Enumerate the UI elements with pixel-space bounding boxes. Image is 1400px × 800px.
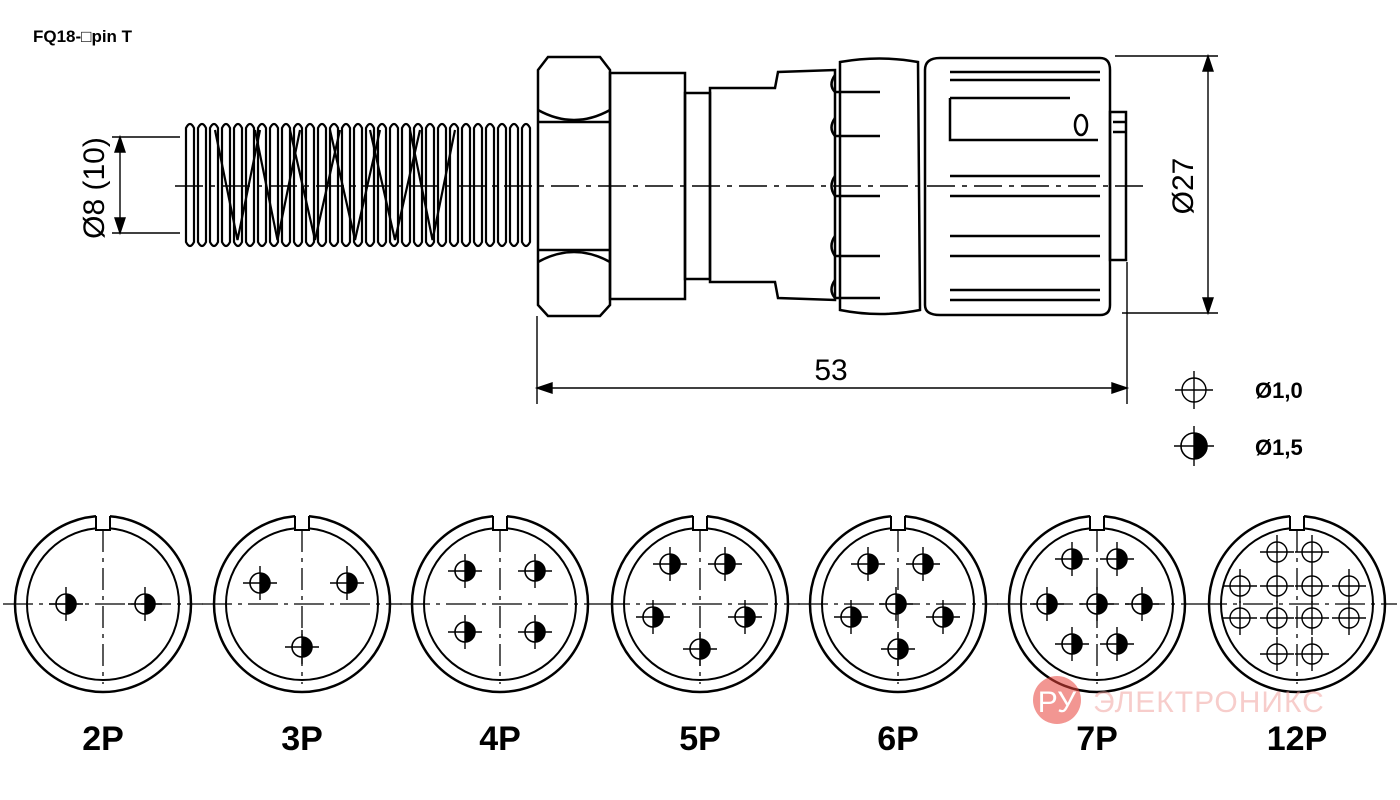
open-pin-symbol <box>1175 371 1213 409</box>
pin-contact <box>728 600 762 634</box>
watermark-logo-text: РУ <box>1038 686 1077 719</box>
pin-contact <box>834 600 868 634</box>
watermark: РУ ЭЛЕКТРОНИКС <box>1033 676 1325 724</box>
pin-layout-6p <box>798 508 998 694</box>
half-filled-pin-icon <box>1174 426 1214 466</box>
layout-label-2p: 2P <box>82 720 124 758</box>
layout-label-12p: 12P <box>1267 720 1328 758</box>
layout-label-7p: 7P <box>1076 720 1118 758</box>
pin-contact <box>1100 542 1134 576</box>
pin-contact <box>1260 569 1294 603</box>
pin-contact <box>128 587 162 621</box>
pin-contact <box>243 566 277 600</box>
drawing-title: FQ18-□pin T <box>33 27 133 46</box>
hex-nut <box>536 55 612 318</box>
body-diameter-label: Ø27 <box>1167 158 1200 215</box>
pin-contact <box>653 547 687 581</box>
pin-contact <box>1295 601 1329 635</box>
pin-contact <box>1100 627 1134 661</box>
pin-layout-12p <box>1197 508 1397 694</box>
pin-contact <box>1295 535 1329 569</box>
pin-layout-4p <box>400 508 600 694</box>
open-pin-icon <box>1175 371 1213 409</box>
pin-contact <box>1332 601 1366 635</box>
pin-contact <box>683 632 717 666</box>
pin-contact <box>49 587 83 621</box>
pin-contact <box>879 587 913 621</box>
pin-contact <box>1223 601 1257 635</box>
pin-legend: Ø1,0 Ø1,5 <box>1174 371 1303 466</box>
pin-contact <box>708 547 742 581</box>
half-filled-pin-symbol <box>1174 426 1214 466</box>
pin-layout-2p <box>3 508 203 694</box>
pin-contact <box>906 547 940 581</box>
pin-contact <box>1260 637 1294 671</box>
pin-contact <box>285 630 319 664</box>
legend-half-label: Ø1,5 <box>1255 435 1303 460</box>
pin-contact <box>1260 601 1294 635</box>
pin-contact <box>926 600 960 634</box>
pin-contact <box>1260 535 1294 569</box>
pin-contact <box>1055 542 1089 576</box>
pin-contact <box>851 547 885 581</box>
watermark-text: ЭЛЕКТРОНИКС <box>1093 686 1325 719</box>
pin-contact <box>1295 637 1329 671</box>
layout-label-4p: 4P <box>479 720 521 758</box>
pin-contact <box>1080 587 1114 621</box>
pin-layout-5p <box>600 508 800 694</box>
connector-side-view <box>175 55 1145 318</box>
layout-label-3p: 3P <box>281 720 323 758</box>
pin-contact <box>1030 587 1064 621</box>
layout-label-6p: 6P <box>877 720 919 758</box>
pin-layout-3p <box>202 508 402 694</box>
coupling-nut <box>923 56 1128 317</box>
cable-diameter-label: Ø8 (10) <box>78 137 111 239</box>
pin-contact <box>1332 569 1366 603</box>
pin-layouts <box>3 508 1397 694</box>
cable-diameter-dimension <box>112 134 180 236</box>
legend-open-label: Ø1,0 <box>1255 378 1303 403</box>
ribbed-body <box>708 57 922 316</box>
pin-contact <box>518 615 552 649</box>
pin-contact <box>1295 569 1329 603</box>
spring-strain-relief <box>184 122 532 248</box>
length-label: 53 <box>814 354 847 387</box>
layout-label-5p: 5P <box>679 720 721 758</box>
pin-contact <box>881 632 915 666</box>
pin-layout-7p <box>997 508 1197 694</box>
pin-contact <box>448 554 482 588</box>
body-diameter-dimension <box>1115 53 1218 316</box>
pin-contact <box>1055 627 1089 661</box>
pin-contact <box>448 615 482 649</box>
length-dimension <box>534 262 1130 404</box>
pin-contact <box>1125 587 1159 621</box>
watermark-logo-icon <box>1033 676 1081 724</box>
pin-contact <box>636 600 670 634</box>
pin-contact <box>1223 569 1257 603</box>
pin-contact <box>330 566 364 600</box>
pin-contact <box>518 554 552 588</box>
